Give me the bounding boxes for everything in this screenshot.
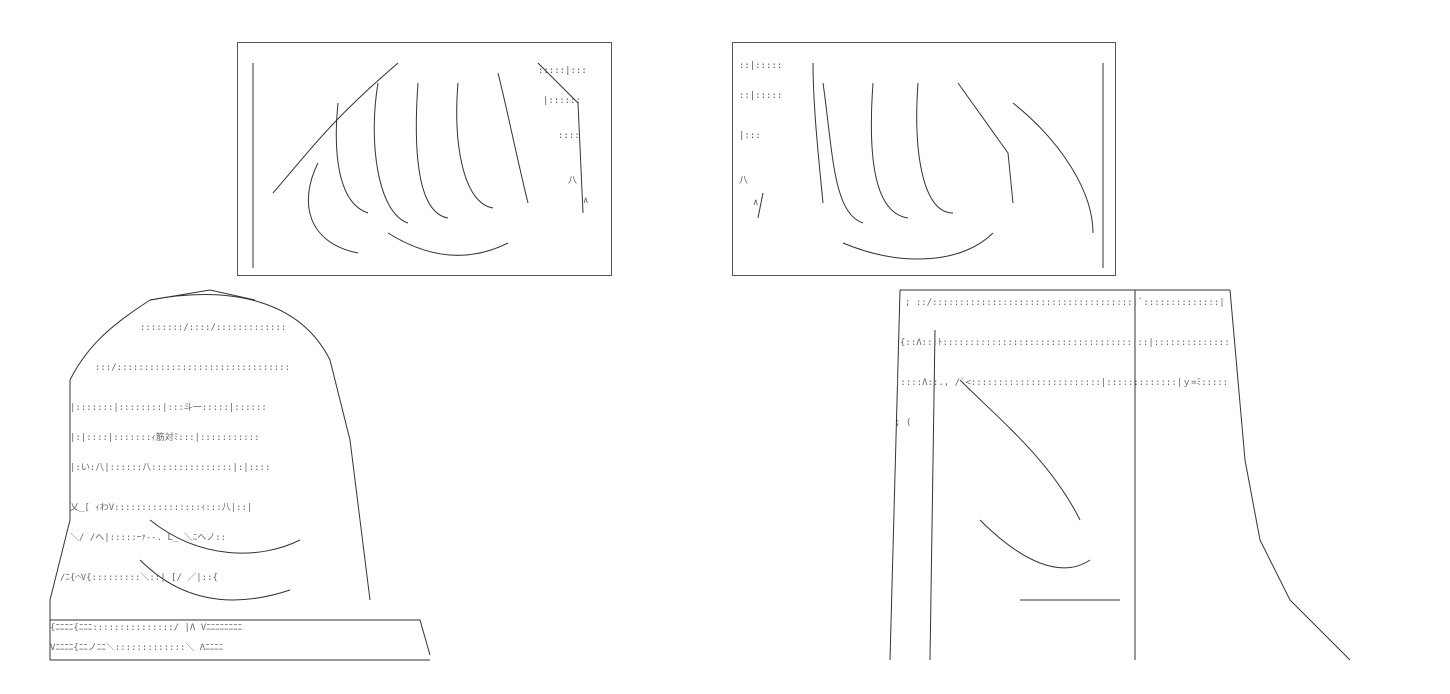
panel-hand-left: :::::|::: |:::::: :::: 八 ∧ (237, 42, 612, 276)
svg-text:{::Λ:::ﾄ::::::::::::::::::::::: {::Λ:::ﾄ::::::::::::::::::::::::::::::::… (900, 338, 1230, 348)
svg-text:Vﾆﾆﾆﾆ{ﾆﾆノﾆﾆ＼:::::::::::::＼ Λﾆﾆ: Vﾆﾆﾆﾆ{ﾆﾆノﾆﾆ＼:::::::::::::＼ Λﾆﾆﾆﾆ (50, 642, 224, 653)
svg-text:|:::: |::: (739, 131, 761, 141)
svg-text:|:い:八|::::::八:::::::::::::::|:: |:い:八|::::::八:::::::::::::::|:|:::: (70, 463, 270, 473)
hand-art-right: ::|::::: ::|::::: |::: 八 ∧ (739, 61, 1104, 268)
svg-text:＼/ /へ|:::::ｰｧ--. L_ ＼ﾆヘノ::: ＼/ /へ|:::::ｰｧ--. L_ ＼ﾆヘノ:: (70, 532, 226, 543)
svg-text:∧: ∧ (753, 198, 758, 208)
svg-text::::::|:::: :::::|::: (538, 66, 587, 76)
svg-text:::|:::::: ::|::::: (739, 61, 782, 71)
svg-text:|:|::::|:::::::ｨ筋対ﾐ:::|:::::::: |:|::::|:::::::ｨ筋対ﾐ:::|::::::::::: (70, 431, 260, 443)
hand-art-left: :::::|::: |:::::: :::: 八 ∧ (252, 62, 588, 268)
svg-text:/ﾆ{⌒V{:::::::::＼::| [/ ／|::{: /ﾆ{⌒V{:::::::::＼::| [/ ／|::{ (60, 572, 218, 583)
svg-text:八: 八 (739, 176, 748, 186)
svg-text:∧: ∧ (583, 196, 588, 206)
svg-text:::::::::/::::/:::::::::::::: ::::::::/::::/::::::::::::: (140, 323, 286, 333)
svg-text:|::::::: |:::::: (543, 96, 581, 106)
svg-text:|::::Λ::., /`<::::::::::::::: |::::Λ::., /`<::::::::::::::::::::::::|:… (895, 377, 1228, 388)
svg-text:八: 八 (568, 176, 577, 186)
svg-text:{ﾆﾆﾆﾆ{ﾆﾆﾆ:::::::::::::::/ |Λ V: {ﾆﾆﾆﾆ{ﾆﾆﾆ:::::::::::::::/ |Λ Vﾆﾆﾆﾆﾆﾆﾆﾆ (50, 623, 243, 633)
svg-text:; (: ; ( (895, 418, 911, 428)
svg-text::::/::::::::::::::::::::::::::: :::/:::::::::::::::::::::::::::::::: (95, 363, 290, 373)
svg-text:; ::/:::::::::::::::::::::::::: ; ::/:::::::::::::::::::::::::::::::::::… (905, 297, 1225, 308)
svg-text:乂_[ ｨわV::::::::::::::::ｨ:::八|:: 乂_[ ｨわV::::::::::::::::ｨ:::八|::| (70, 502, 252, 513)
svg-text:::|:::::: ::|::::: (739, 91, 782, 101)
svg-text:::::: :::: (558, 131, 580, 141)
panel-hand-right: ::|::::: ::|::::: |::: 八 ∧ (732, 42, 1116, 276)
svg-text:|:::::::|::::::::|:::斗一:::::|:: |:::::::|::::::::|:::斗一:::::|:::::: (70, 402, 267, 413)
